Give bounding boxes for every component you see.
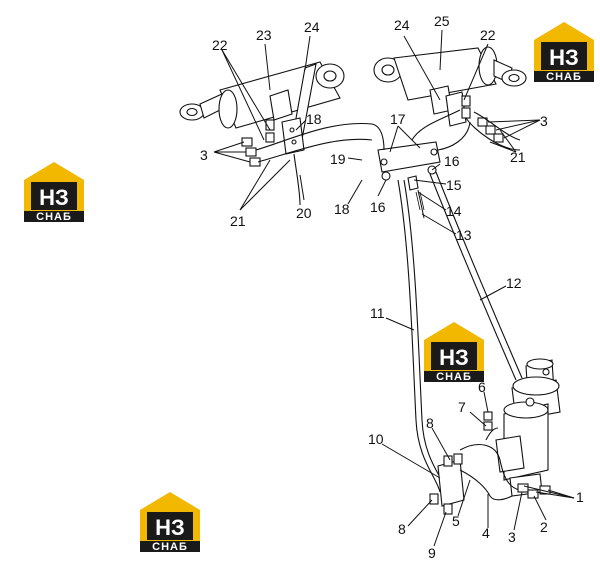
callout-18-bottom: 18 [334, 201, 350, 217]
leader-lines [213, 29, 575, 547]
svg-text:СНАБ: СНАБ [36, 211, 72, 223]
svg-text:СНАБ: СНАБ [152, 541, 188, 553]
callout-14: 14 [446, 203, 462, 219]
callout-21-left: 21 [230, 213, 246, 229]
left-fittings-3 [241, 137, 261, 167]
svg-text:СНАБ: СНАБ [546, 71, 582, 83]
priority-valve [429, 453, 465, 515]
watermark-logo-top-right: НЗ СНАБ [534, 22, 594, 83]
watermark-logo-bottom: НЗ СНАБ [140, 492, 200, 553]
svg-text:НЗ: НЗ [39, 185, 69, 210]
callout-9: 9 [428, 545, 436, 561]
svg-text:НЗ: НЗ [549, 45, 579, 70]
steering-unit [495, 358, 561, 497]
callout-21-right: 21 [510, 149, 526, 165]
callout-12: 12 [506, 275, 522, 291]
callout-2: 2 [540, 519, 548, 535]
svg-text:НЗ: НЗ [155, 515, 185, 540]
callout-labels: 22 23 24 18 3 19 18 21 20 24 25 22 3 21 … [200, 13, 584, 561]
callout-24-left: 24 [304, 19, 320, 35]
callout-20: 20 [296, 205, 312, 221]
callout-7: 7 [458, 399, 466, 415]
callout-22-right: 22 [480, 27, 496, 43]
callout-16-right: 16 [444, 153, 460, 169]
svg-text:СНАБ: СНАБ [436, 371, 472, 383]
hose-11 [397, 179, 447, 493]
callout-5: 5 [452, 513, 460, 529]
left-steering-cylinder [179, 61, 345, 153]
callout-17: 17 [390, 111, 406, 127]
callout-19: 19 [330, 151, 346, 167]
callout-16-left: 16 [370, 199, 386, 215]
callout-11: 11 [370, 305, 385, 321]
fitting-parts-13-15 [407, 175, 425, 219]
right-steering-cylinder [373, 46, 527, 127]
callout-24-right: 24 [394, 17, 410, 33]
watermark-logo-left: НЗ СНАБ [24, 162, 84, 223]
hose-12 [429, 171, 523, 381]
hoses-4-5 [459, 427, 521, 501]
callout-4: 4 [482, 525, 490, 541]
callout-15: 15 [446, 177, 462, 193]
right-fittings-3 [477, 117, 504, 143]
svg-text:НЗ: НЗ [439, 345, 469, 370]
callout-25: 25 [434, 13, 450, 29]
callout-23: 23 [256, 27, 272, 43]
callout-3-left: 3 [200, 147, 208, 163]
callout-13: 13 [456, 227, 472, 243]
callout-8-top: 8 [426, 415, 434, 431]
left-valve-block [281, 117, 305, 155]
hoses-21 [255, 109, 521, 206]
callout-3-bottom: 3 [508, 529, 516, 545]
callout-1: 1 [576, 489, 584, 505]
callout-3-right: 3 [540, 113, 548, 129]
callout-8-bottom: 8 [398, 521, 406, 537]
callout-6: 6 [478, 379, 486, 395]
callout-10: 10 [368, 431, 384, 447]
watermark-logo-center: НЗ СНАБ [424, 322, 484, 383]
callout-22-left: 22 [212, 37, 228, 53]
callout-18-top: 18 [306, 111, 322, 127]
